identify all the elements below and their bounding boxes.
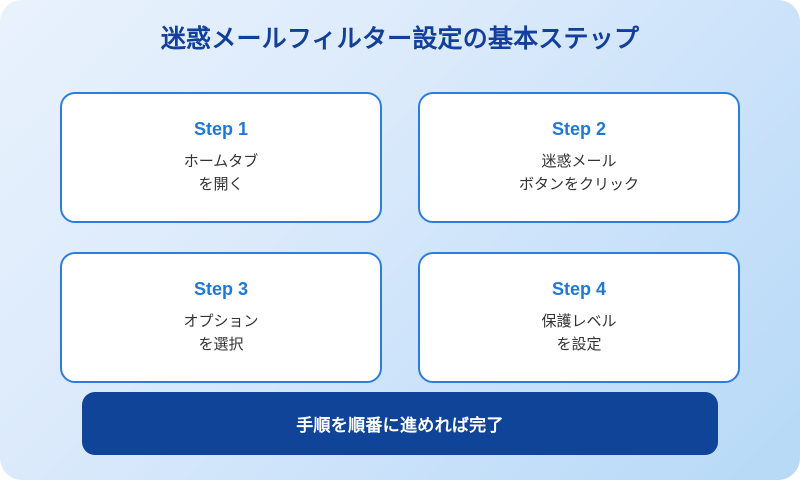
step-card-1: Step 1 ホームタブ を開く [60, 92, 382, 223]
step-card-3: Step 3 オプション を選択 [60, 252, 382, 383]
step-card-2-description: 迷惑メール ボタンをクリック [518, 152, 639, 193]
step-card-grid: Step 1 ホームタブ を開く Step 2 迷惑メール ボタンをクリック S… [60, 92, 740, 383]
summary-banner-text: 手順を順番に進めれば完了 [296, 416, 504, 435]
step-card-2: Step 2 迷惑メール ボタンをクリック [418, 92, 740, 223]
step-card-4: Step 4 保護レベル を設定 [418, 252, 740, 383]
summary-banner: 手順を順番に進めれば完了 [82, 392, 718, 455]
step-card-2-label: Step 2 [551, 119, 607, 140]
step-card-4-label: Step 4 [551, 279, 607, 300]
step-card-4-description: 保護レベル を設定 [541, 312, 617, 353]
step-card-1-description: ホームタブ を開く [183, 152, 259, 193]
step-card-3-label: Step 3 [193, 279, 249, 300]
step-card-1-label: Step 1 [193, 119, 249, 140]
page-title: 迷惑メールフィルター設定の基本ステップ [160, 25, 640, 53]
step-card-3-description: オプション を選択 [183, 312, 259, 353]
